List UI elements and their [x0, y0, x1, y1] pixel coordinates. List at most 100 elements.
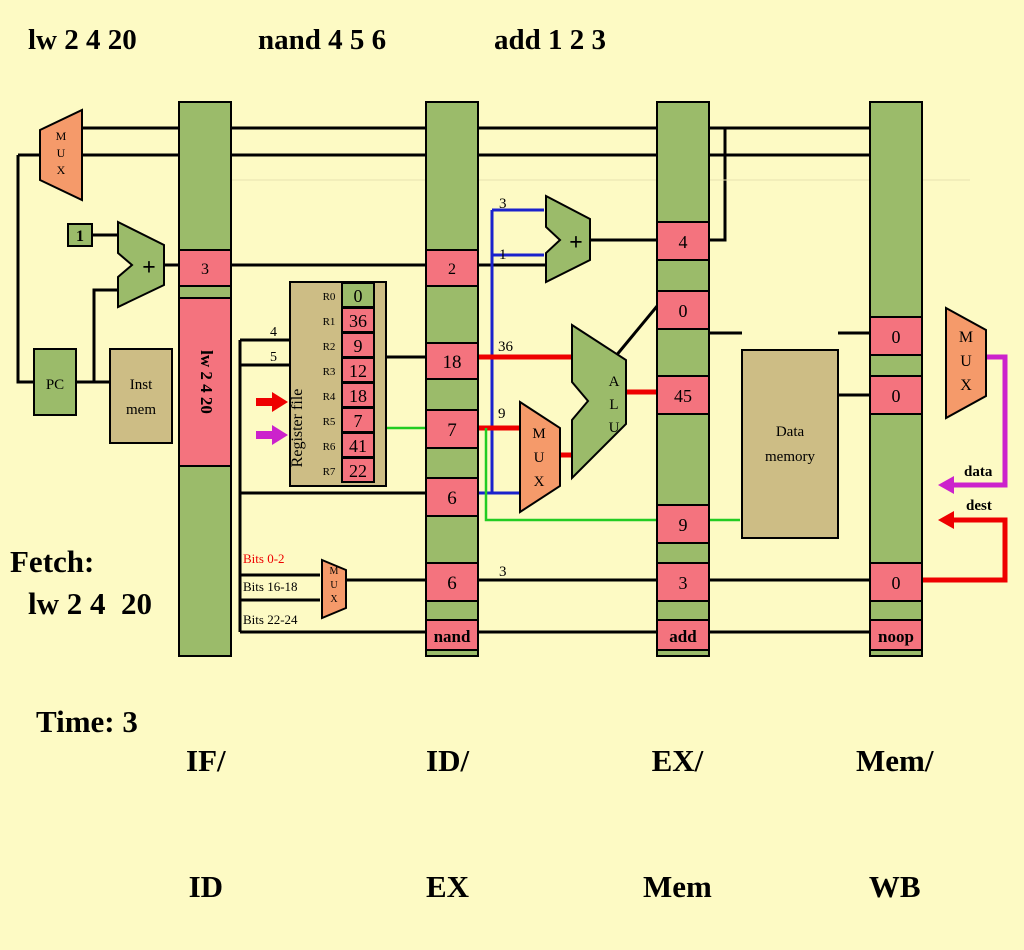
svg-text:2: 2 [448, 261, 456, 278]
green-wire [386, 426, 740, 522]
fetch-instruction: lw 2 4 20 [28, 586, 152, 621]
register-row: R4 18 [323, 382, 375, 408]
branch-adder: + [545, 194, 591, 284]
svg-text:0: 0 [892, 573, 901, 593]
id-ex-pc-box: 2 [425, 249, 479, 287]
stage-label-if-id: IF/ ID [186, 656, 226, 950]
dest-arrowhead [938, 511, 954, 529]
pc-mux: M U X [39, 108, 83, 202]
register-row: R6 41 [323, 432, 375, 458]
pc-adder: + [117, 220, 165, 309]
register-value: 18 [349, 386, 367, 406]
instruction-memory: Inst mem [109, 348, 173, 444]
register-name: R6 [323, 441, 336, 453]
id-ex-offset-box: 6 [425, 477, 479, 517]
wire-label-alu-a: 36 [498, 339, 514, 355]
ex-mem-op-box: add [656, 619, 710, 651]
mem-wb-op-box: noop [869, 619, 923, 651]
svg-text:X: X [534, 474, 545, 490]
svg-text:noop: noop [878, 627, 914, 646]
bits-label-16-18: Bits 16-18 [243, 579, 298, 594]
svg-text:M: M [959, 329, 973, 346]
mem-wb-alu-box: 0 [869, 375, 923, 415]
svg-text:U: U [609, 420, 620, 436]
svg-text:A: A [609, 374, 620, 390]
ex-mem-alu-box: 45 [656, 375, 710, 415]
bits-label-0-2: Bits 0-2 [243, 551, 285, 566]
stage-label-ex-mem: EX/ Mem [643, 656, 712, 950]
register-row: R3 12 [323, 357, 375, 383]
if-id-instr-box: lw 2 4 20 [178, 297, 232, 467]
register-name: R3 [323, 366, 336, 378]
stage-label-mem-wb-top: Mem/ [856, 743, 934, 778]
wire-label-dest: 3 [499, 564, 507, 580]
stage-label-id-ex-top: ID/ [426, 743, 470, 778]
stage-label-if-id-top: IF/ [186, 743, 226, 778]
wire-label-rs1: 4 [270, 325, 277, 340]
stage-label-ex-mem-bottom: Mem [643, 869, 712, 904]
svg-text:0: 0 [892, 386, 901, 406]
svg-text:1: 1 [76, 228, 84, 245]
bits-label-22-24: Bits 22-24 [243, 612, 298, 627]
register-value-box [341, 332, 375, 358]
svg-text:Register file: Register file [289, 389, 306, 468]
svg-text:M: M [532, 426, 545, 442]
svg-text:9: 9 [679, 515, 688, 535]
wire-label-adder-b: 1 [499, 247, 507, 263]
stage-label-mem-wb-bottom: WB [868, 869, 921, 904]
svg-text:0: 0 [679, 301, 688, 321]
svg-text:0: 0 [892, 327, 901, 347]
magenta-arrow [256, 425, 288, 445]
if-id-pc-box: 3 [178, 249, 232, 287]
data-memory: Data memory [741, 349, 839, 539]
register-value: 12 [349, 361, 367, 381]
instruction-3: add 1 2 3 [494, 24, 607, 56]
register-name: R0 [323, 291, 336, 303]
svg-text:3: 3 [679, 573, 688, 593]
svg-text:U: U [534, 450, 545, 466]
svg-text:X: X [330, 594, 338, 605]
magenta-wire [950, 354, 1008, 488]
svg-text:add: add [669, 627, 697, 646]
stage-label-id-ex: ID/ EX [426, 656, 469, 950]
svg-text:18: 18 [443, 352, 462, 373]
register-value-box [341, 282, 375, 308]
svg-text:nand: nand [434, 627, 471, 646]
svg-text:X: X [57, 163, 66, 177]
stage-label-ex-mem-top: EX/ [651, 743, 704, 778]
red-wire-dest [920, 517, 1008, 583]
svg-text:L: L [609, 397, 618, 413]
svg-text:M: M [56, 129, 67, 143]
mem-wb-data-box: 0 [869, 316, 923, 356]
wire-label-data: data [964, 464, 993, 480]
svg-text:+: + [142, 255, 156, 281]
constant-one-box: 1 [67, 223, 93, 247]
fetch-label: Fetch: [10, 544, 95, 579]
ex-mem-eq-box: 0 [656, 290, 710, 330]
svg-text:lw 2 4 20: lw 2 4 20 [197, 350, 216, 414]
svg-text:+: + [569, 230, 583, 256]
writeback-mux: M U X [945, 306, 987, 420]
svg-text:45: 45 [674, 386, 692, 406]
register-value: 9 [354, 336, 363, 356]
id-ex-dest-box: 6 [425, 562, 479, 602]
wire-label-rs2: 5 [270, 350, 277, 365]
svg-text:mem: mem [126, 402, 156, 418]
ex-mem-target-box: 4 [656, 221, 710, 261]
register-value-box [341, 382, 375, 408]
wire-label-dest-wb: dest [966, 498, 992, 514]
svg-text:Inst: Inst [130, 377, 153, 393]
blue-wire [478, 208, 544, 495]
register-value: 36 [349, 311, 367, 331]
register-value: 41 [349, 436, 367, 456]
instruction-1: lw 2 4 20 [28, 24, 137, 56]
alu-input-mux: M U X [519, 400, 561, 514]
id-ex-rega-box: 18 [425, 342, 479, 380]
register-name: R4 [323, 391, 336, 403]
ex-mem-regb-box: 9 [656, 504, 710, 544]
svg-text:memory: memory [765, 449, 815, 465]
register-value: 0 [354, 286, 363, 306]
ex-mem-dest-box: 3 [656, 562, 710, 602]
